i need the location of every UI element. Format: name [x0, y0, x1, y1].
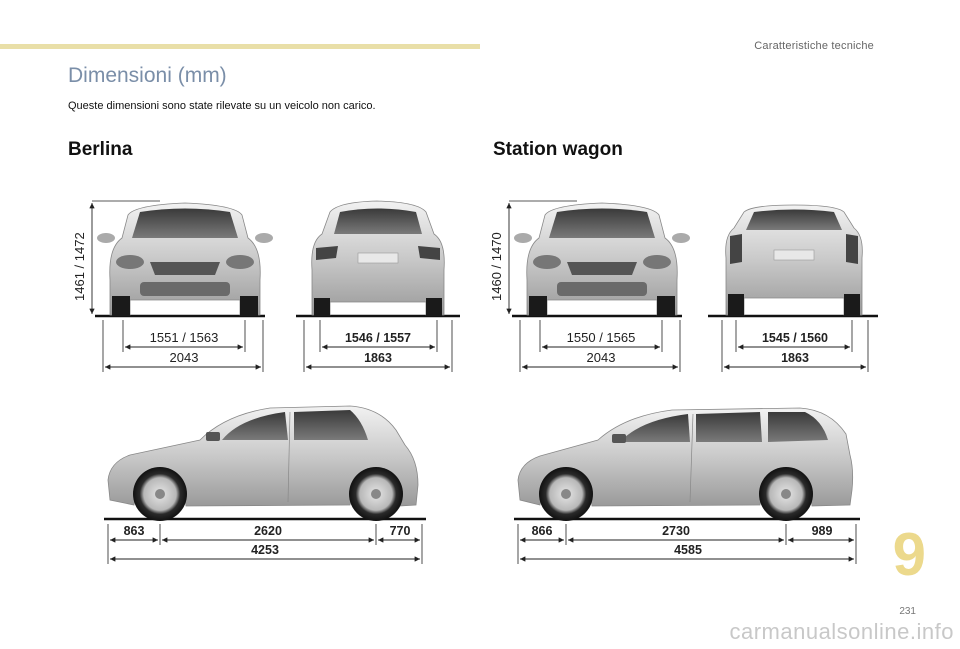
berlina-front-width-dimension: 2043: [102, 320, 264, 372]
section-title-station-wagon: Station wagon: [493, 139, 623, 160]
section-title-berlina: Berlina: [68, 139, 133, 160]
berlina-rear-track-dimension: 1546 / 1557: [319, 320, 438, 352]
station-wagon-rear-track-dimension: 1545 / 1560: [735, 320, 853, 352]
berlina-side-view: [104, 405, 426, 521]
station-wagon-front-width-dimension: 2043: [519, 320, 681, 372]
berlina-front-track-dimension: 1551 / 1563: [122, 320, 246, 352]
berlina-front-width-label: 2043: [170, 350, 199, 365]
page-subtitle: Queste dimensioni sono state rilevate su…: [68, 100, 376, 112]
berlina-side-dimensions: 863 2620 770 4253: [107, 524, 423, 564]
station-wagon-wheelbase-label: 2730: [662, 524, 690, 538]
station-wagon-front-track-label: 1550 / 1565: [567, 330, 636, 345]
berlina-front-view: [95, 202, 273, 318]
berlina-rear-view: [296, 200, 460, 318]
station-wagon-rear-overhang-label: 989: [812, 524, 833, 538]
berlina-height-dimension: 1461 / 1472: [72, 200, 160, 314]
berlina-rear-track-label: 1546 / 1557: [345, 331, 411, 345]
berlina-wheelbase-label: 2620: [254, 524, 282, 538]
station-wagon-side-dimensions: 866 2730 989 4585: [517, 524, 857, 564]
chapter-title: Caratteristiche tecniche: [754, 40, 874, 52]
berlina-rear-overhang-label: 770: [390, 524, 411, 538]
station-wagon-front-overhang-label: 866: [532, 524, 553, 538]
page-title: Dimensioni (mm): [68, 64, 227, 87]
station-wagon-side-view: [514, 407, 860, 521]
station-wagon-height-label: 1460 / 1470: [489, 232, 504, 301]
station-wagon-rear-view: [708, 204, 878, 318]
berlina-length-label: 4253: [251, 543, 279, 557]
header-accent-bar: [0, 44, 480, 49]
station-wagon-rear-width-dimension: 1863: [721, 320, 869, 372]
page-number: 231: [899, 606, 916, 617]
station-wagon-front-width-label: 2043: [587, 350, 616, 365]
berlina-rear-width-label: 1863: [364, 351, 392, 365]
station-wagon-rear-width-label: 1863: [781, 351, 809, 365]
chapter-number: 9: [892, 521, 926, 588]
watermark: carmanualsonline.info: [729, 619, 954, 644]
station-wagon-front-view: [512, 202, 690, 318]
station-wagon-rear-track-label: 1545 / 1560: [762, 331, 828, 345]
berlina-height-label: 1461 / 1472: [72, 232, 87, 301]
berlina-front-overhang-label: 863: [124, 524, 145, 538]
station-wagon-height-dimension: 1460 / 1470: [489, 200, 577, 314]
station-wagon-length-label: 4585: [674, 543, 702, 557]
station-wagon-front-track-dimension: 1550 / 1565: [539, 320, 663, 352]
berlina-front-track-label: 1551 / 1563: [150, 330, 219, 345]
berlina-rear-width-dimension: 1863: [303, 320, 453, 372]
